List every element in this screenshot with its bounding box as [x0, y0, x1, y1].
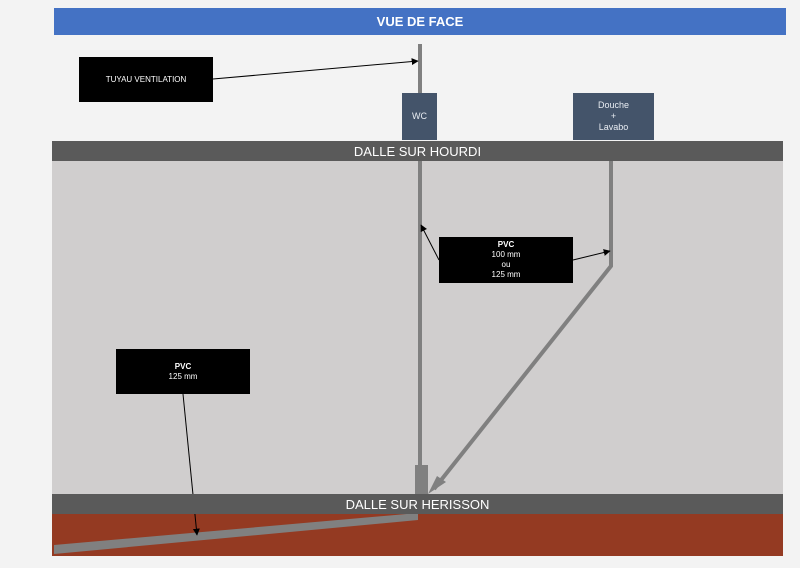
ventilation-callout: TUYAU VENTILATION: [79, 57, 213, 102]
pvc-horizontal-title: PVC: [174, 361, 192, 371]
ventilation-arrow: [212, 58, 419, 80]
douche-label-line1: Douche: [597, 100, 630, 110]
slab-herisson: DALLE SUR HERISSON: [52, 494, 783, 514]
douche-label-line2: +: [610, 111, 617, 121]
pvc-vertical-line3: 125 mm: [491, 270, 521, 279]
douche-lavabo-fixture: Douche + Lavabo: [573, 93, 654, 140]
wc-fixture: WC: [402, 93, 437, 140]
diagram-title: VUE DE FACE: [54, 8, 786, 35]
pvc-vertical-line2: ou: [501, 260, 511, 269]
pvc-horizontal-callout: PVC 125 mm: [116, 349, 250, 394]
pvc-vertical-callout: PVC 100 mm ou 125 mm: [439, 237, 573, 283]
slab-hourdi: DALLE SUR HOURDI: [52, 141, 783, 161]
pvc-vertical-line1: 100 mm: [491, 250, 521, 259]
ventilation-text: TUYAU VENTILATION: [105, 74, 187, 84]
wc-label: WC: [412, 111, 427, 121]
ground-layer: [52, 514, 783, 556]
hourdi-zone: [52, 161, 783, 494]
pvc-horizontal-line1: 125 mm: [168, 371, 198, 381]
pvc-vertical-title: PVC: [497, 240, 515, 249]
douche-label-line3: Lavabo: [598, 122, 629, 132]
